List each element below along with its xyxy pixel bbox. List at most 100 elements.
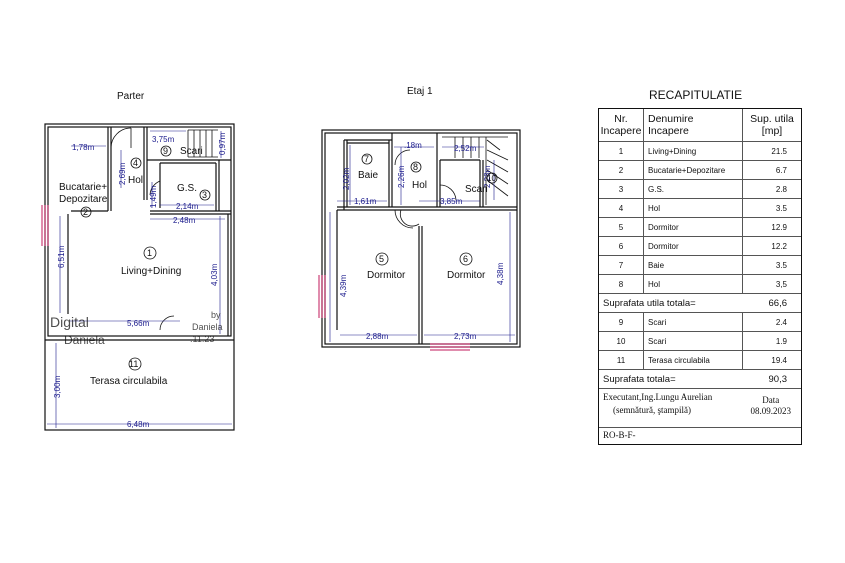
dim-5-66: 5,66m: [127, 319, 150, 328]
digital-signature-stamp: Digital Daniela by Daniela .11.23: [50, 310, 223, 347]
header-sup: Sup. utila [mp]: [743, 113, 801, 137]
dim-0-97: 0,97m: [218, 132, 227, 155]
dim-6-51: 6,51m: [57, 245, 66, 268]
room-number-circle-10: [486, 172, 498, 184]
header-denumire: Denumire Incapere: [644, 109, 743, 141]
dim-3-85: 3,85m: [440, 197, 463, 206]
cell-sup: 2.8: [775, 184, 787, 194]
header-denumire-line2: Incapere: [648, 125, 689, 137]
header-nr-line2: Incapere: [600, 125, 642, 137]
room-number-11: 11: [129, 359, 138, 369]
room-number-circle-7: [361, 153, 373, 165]
room-number-circle-8: [410, 161, 422, 173]
etaj-walls: [321, 129, 521, 348]
dim-1-78: 1,78m: [72, 143, 95, 152]
label-scari-parter: Scari: [180, 146, 203, 157]
dim-2-88: 2,88m: [366, 332, 389, 341]
svg-text:Daniela: Daniela: [192, 322, 223, 332]
room-number-9: 9: [163, 146, 168, 156]
etaj-door-swings: [394, 149, 457, 229]
total-row: Suprafata totala= 90,3: [599, 370, 801, 389]
cell-nr: 4: [599, 199, 644, 217]
cell-name: Living+Dining: [644, 142, 743, 160]
semnatura-text: (semnătură, ştampilă): [613, 405, 691, 415]
executant-text: Executant,Ing.Lungu Aurelian: [603, 392, 713, 402]
svg-text:by: by: [211, 310, 221, 320]
cell-nr: 11: [599, 351, 644, 369]
etaj-windows: [318, 275, 470, 351]
header-denumire-line1: Denumire: [648, 113, 694, 125]
dim-1-61: 1,61m: [354, 197, 377, 206]
room-number-5: 5: [379, 254, 384, 264]
cell-sup: 19.4: [771, 355, 787, 365]
room-number-7: 7: [364, 154, 369, 164]
etaj-stair-treads: [442, 136, 509, 205]
room-number-8: 8: [413, 162, 418, 172]
label-terasa: Terasa circulabila: [90, 376, 168, 387]
parter-door-swings: [110, 127, 175, 331]
cell-name: Dormitor: [644, 218, 743, 236]
dim-2-14: 2,14m: [176, 202, 199, 211]
dim-3-00: 3,00m: [53, 375, 62, 398]
dim-018: .18m: [404, 141, 422, 150]
room-number-6: 6: [463, 254, 468, 264]
cell-sup: 3,5: [775, 279, 787, 289]
dim-2-73: 2,73m: [454, 332, 477, 341]
cell-sup: 6.7: [775, 165, 787, 175]
room-number-circle-1: [143, 246, 157, 260]
header-sup-line1: Sup. utila: [750, 113, 794, 125]
etaj-title: Etaj 1: [407, 86, 433, 97]
cell-name: G.S.: [644, 180, 743, 198]
parter-walls: [44, 123, 235, 431]
cell-sup: 2.4: [775, 317, 787, 327]
cell-nr: 7: [599, 256, 644, 274]
cell-nr: 8: [599, 275, 644, 293]
room-number-circle-5: [375, 252, 389, 266]
label-bucatarie: Bucatarie+: [59, 182, 107, 193]
room-number-circle-6: [459, 252, 473, 266]
total-value: 90,3: [768, 373, 788, 385]
recap-header-row: Nr. Incapere Denumire Incapere Sup. util…: [599, 109, 801, 142]
label-hol-parter: Hol: [128, 175, 143, 186]
label-depozitare: Depozitare: [59, 194, 108, 205]
signature-row: Executant,Ing.Lungu Aurelian (semnătură,…: [599, 389, 801, 428]
label-scari-etaj: Scari: [465, 184, 488, 195]
cell-name: Scari: [644, 313, 743, 331]
room-number-circle-3: [199, 189, 211, 201]
header-nr: Nr. Incapere: [599, 109, 644, 141]
room-number-3: 3: [202, 190, 207, 200]
dim-2-02: 2,02m: [342, 167, 351, 190]
cell-sup: 3.5: [775, 203, 787, 213]
parter-title: Parter: [117, 91, 145, 102]
cell-name: Scari: [644, 332, 743, 350]
cell-nr: 10: [599, 332, 644, 350]
date-block: Data 08.09.2023: [751, 391, 798, 425]
room-number-2: 2: [83, 207, 88, 217]
header-sup-line2: [mp]: [761, 125, 783, 137]
label-dormitor-5: Dormitor: [367, 270, 406, 281]
cell-name: Terasa circulabila: [644, 351, 743, 369]
document-code: RO-B-F-: [603, 430, 636, 440]
cell-sup: 12.2: [771, 241, 787, 251]
svg-text:Digital: Digital: [50, 314, 89, 330]
label-living: Living+Dining: [121, 266, 181, 277]
room-number-4: 4: [133, 158, 138, 168]
cell-name: Bucatarie+Depozitare: [644, 161, 743, 179]
executant-block: Executant,Ing.Lungu Aurelian (semnătură,…: [603, 391, 712, 425]
dim-4-39: 4,39m: [339, 274, 348, 297]
etaj-dimension-lines: [329, 145, 515, 342]
recap-title: RECAPITULATIE: [649, 88, 743, 102]
label-hol-etaj: Hol: [412, 180, 427, 191]
date-value: 08.09.2023: [750, 406, 792, 416]
total-utila-row: Suprafata utila totala= 66,6: [599, 294, 801, 313]
room-number-circle-2: [80, 206, 92, 218]
cell-name: Dormitor: [644, 237, 743, 255]
